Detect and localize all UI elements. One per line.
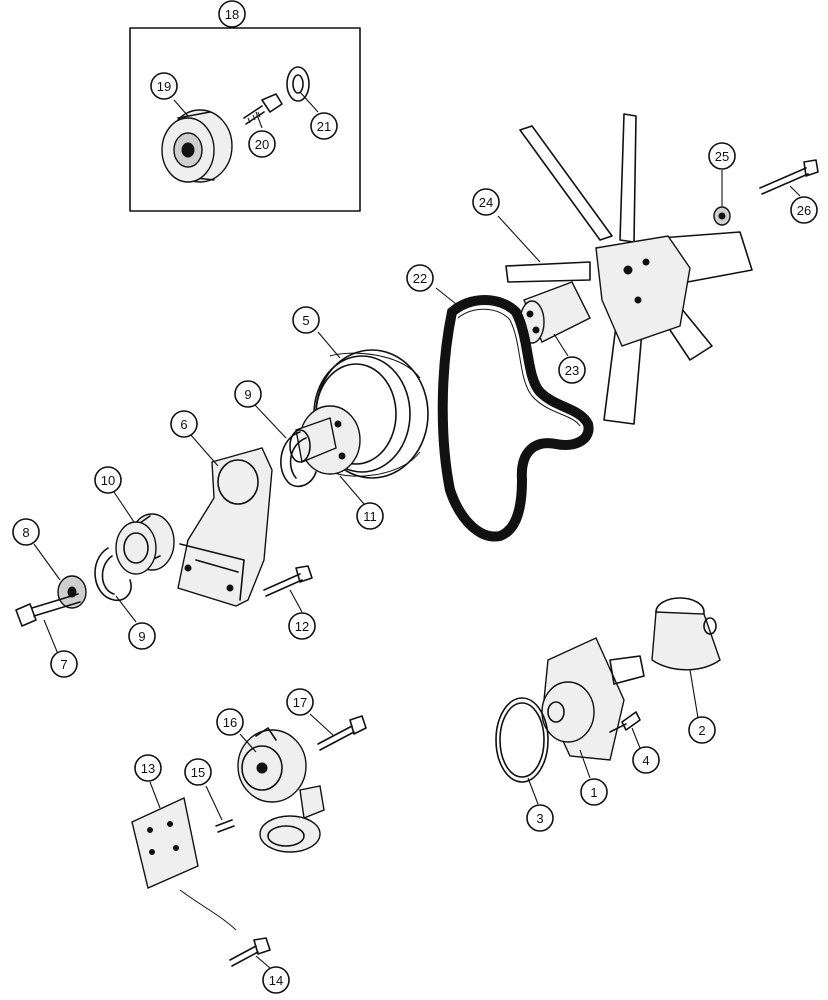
callout-10: 10 bbox=[94, 466, 122, 494]
svg-text:9: 9 bbox=[244, 387, 251, 402]
pump-gasket bbox=[495, 697, 549, 783]
callout-23: 23 bbox=[558, 356, 586, 384]
svg-text:10: 10 bbox=[101, 473, 115, 488]
water-pump bbox=[541, 637, 645, 761]
pump-bolt bbox=[609, 711, 641, 733]
svg-text:22: 22 bbox=[413, 271, 427, 286]
callout-8: 8 bbox=[12, 518, 40, 546]
snap-ring-lower bbox=[94, 547, 132, 602]
callout-7: 7 bbox=[50, 650, 78, 678]
svg-text:25: 25 bbox=[715, 149, 729, 164]
leader-lines bbox=[33, 12, 801, 969]
svg-text:16: 16 bbox=[223, 715, 237, 730]
svg-text:1: 1 bbox=[590, 785, 597, 800]
svg-text:9: 9 bbox=[138, 629, 145, 644]
svg-text:13: 13 bbox=[141, 761, 155, 776]
bearing bbox=[115, 513, 175, 575]
callout-3: 3 bbox=[526, 804, 554, 832]
svg-text:15: 15 bbox=[191, 765, 205, 780]
svg-text:2: 2 bbox=[698, 723, 705, 738]
svg-text:8: 8 bbox=[22, 525, 29, 540]
callout-16: 16 bbox=[216, 708, 244, 736]
svg-text:4: 4 bbox=[642, 753, 649, 768]
callout-22: 22 bbox=[406, 264, 434, 292]
svg-text:14: 14 bbox=[269, 973, 283, 988]
fan-bolt bbox=[759, 159, 819, 195]
svg-text:19: 19 bbox=[157, 79, 171, 94]
idler-pulley bbox=[161, 109, 233, 183]
callout-13: 13 bbox=[134, 754, 162, 782]
callout-24: 24 bbox=[472, 188, 500, 216]
bracket-mount-bolt bbox=[263, 565, 313, 597]
svg-text:5: 5 bbox=[302, 313, 309, 328]
lower-bolt bbox=[179, 889, 271, 967]
plate-bolt bbox=[215, 819, 235, 833]
callout-9-lower: 9 bbox=[128, 622, 156, 650]
pulley-hub bbox=[289, 405, 361, 475]
svg-text:11: 11 bbox=[363, 509, 377, 524]
callout-21: 21 bbox=[310, 112, 338, 140]
callout-4: 4 bbox=[632, 746, 660, 774]
svg-text:23: 23 bbox=[565, 363, 579, 378]
fan-spacer bbox=[519, 281, 591, 344]
belt-tensioner bbox=[237, 727, 325, 853]
callout-9-upper: 9 bbox=[234, 380, 262, 408]
callout-14: 14 bbox=[262, 966, 290, 994]
drive-belt bbox=[437, 295, 594, 542]
idler-washer bbox=[286, 66, 310, 102]
pump-sleeve bbox=[651, 597, 721, 671]
svg-text:7: 7 bbox=[60, 657, 67, 672]
callout-12: 12 bbox=[288, 612, 316, 640]
tensioner-plate bbox=[131, 796, 199, 889]
crank-pulley bbox=[313, 349, 429, 479]
callout-1: 1 bbox=[580, 778, 608, 806]
svg-text:21: 21 bbox=[317, 119, 331, 134]
callout-20: 20 bbox=[248, 130, 276, 158]
fan-washer bbox=[713, 206, 731, 226]
detail-box-idler-kit bbox=[129, 27, 361, 212]
snap-ring-upper bbox=[280, 431, 317, 488]
svg-text:3: 3 bbox=[536, 811, 543, 826]
svg-text:20: 20 bbox=[255, 137, 269, 152]
callout-17: 17 bbox=[286, 688, 314, 716]
svg-text:6: 6 bbox=[180, 417, 187, 432]
callout-6: 6 bbox=[170, 410, 198, 438]
svg-text:26: 26 bbox=[797, 203, 811, 218]
callouts: 1 2 3 4 5 6 7 8 9 9 10 11 12 13 14 15 16… bbox=[12, 0, 818, 994]
idler-bracket bbox=[177, 447, 273, 607]
cooling-fan bbox=[505, 113, 753, 425]
svg-text:24: 24 bbox=[479, 195, 493, 210]
callout-18: 18 bbox=[218, 0, 246, 28]
callout-5: 5 bbox=[292, 306, 320, 334]
svg-text:17: 17 bbox=[293, 695, 307, 710]
tensioner-bolt bbox=[317, 715, 367, 751]
callout-19: 19 bbox=[150, 72, 178, 100]
callout-15: 15 bbox=[184, 758, 212, 786]
callout-26: 26 bbox=[790, 196, 818, 224]
bracket-bolt bbox=[15, 593, 81, 627]
svg-text:18: 18 bbox=[225, 7, 239, 22]
callout-2: 2 bbox=[688, 716, 716, 744]
callout-11: 11 bbox=[356, 502, 384, 530]
idler-bolt bbox=[243, 93, 283, 125]
callout-25: 25 bbox=[708, 142, 736, 170]
washer bbox=[57, 575, 87, 609]
svg-text:12: 12 bbox=[295, 619, 309, 634]
